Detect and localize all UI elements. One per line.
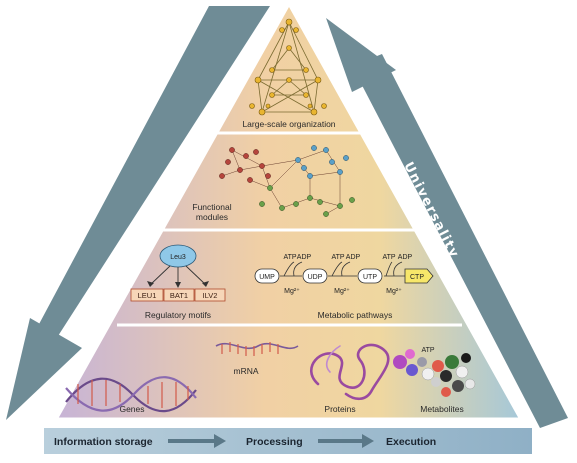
arrow-to-execution	[318, 434, 374, 448]
bat1-box	[163, 288, 195, 302]
arrow-to-processing	[168, 434, 226, 448]
atp-label-3: ATP	[382, 254, 395, 261]
leu3-label: Leu3	[170, 254, 186, 261]
information-storage-label: Information storage	[54, 436, 153, 448]
utp-node	[357, 268, 383, 284]
metabolic-pathway: UMP UDP UTP CTP ATP ADP ATP ADP ATP ADP …	[254, 254, 434, 295]
mg-label-2: Mg²⁺	[334, 288, 350, 295]
regulatory-motif: Leu3 LEU1 BAT1 ILV2	[130, 244, 226, 302]
functional-modules-label-line1: Functional	[192, 202, 231, 212]
atp-molecule	[393, 349, 476, 397]
adp-label-2: ADP	[346, 254, 361, 261]
ilv2-box	[194, 288, 226, 302]
large-scale-organization-label: Large-scale organization	[242, 119, 335, 129]
ump-label: UMP	[259, 274, 275, 281]
atp-molecule-label: ATP	[421, 347, 434, 354]
ilv2-label: ILV2	[203, 291, 218, 300]
adp-label-3: ADP	[398, 254, 413, 261]
large-scale-network	[257, 21, 319, 113]
process-bar: Information storage Processing Execution	[44, 428, 532, 454]
udp-node	[302, 268, 328, 284]
mrna-label: mRNA	[233, 366, 258, 376]
level-dividers	[117, 131, 462, 327]
mg-label-1: Mg²⁺	[284, 288, 300, 295]
ump-node	[254, 268, 280, 284]
ctp-node	[404, 268, 434, 284]
protein-ribbon	[310, 343, 390, 401]
atp-label-2: ATP	[331, 254, 344, 261]
atp-label-1: ATP	[283, 254, 296, 261]
mg-label-3: Mg²⁺	[386, 288, 402, 295]
ctp-label: CTP	[410, 274, 424, 281]
pyramid-body	[57, 4, 520, 419]
functional-modules-label-line2: modules	[196, 212, 228, 222]
leu1-label: LEU1	[138, 291, 157, 300]
utp-label: UTP	[363, 274, 377, 281]
bat1-label: BAT1	[170, 291, 188, 300]
udp-label: UDP	[308, 274, 323, 281]
execution-label: Execution	[386, 436, 436, 448]
metabolic-pathways-label: Metabolic pathways	[318, 310, 393, 320]
genes-label: Genes	[119, 404, 144, 414]
adp-label-1: ADP	[297, 254, 312, 261]
leu1-box	[130, 288, 164, 302]
metabolites-label: Metabolites	[420, 404, 463, 414]
dna-helix	[65, 376, 197, 413]
large-scale-nodes	[249, 18, 327, 116]
mrna-strand	[215, 342, 299, 356]
regulatory-motifs-label: Regulatory motifs	[145, 310, 211, 320]
functional-modules-network	[219, 145, 355, 217]
processing-label: Processing	[246, 436, 303, 448]
proteins-label: Proteins	[324, 404, 355, 414]
